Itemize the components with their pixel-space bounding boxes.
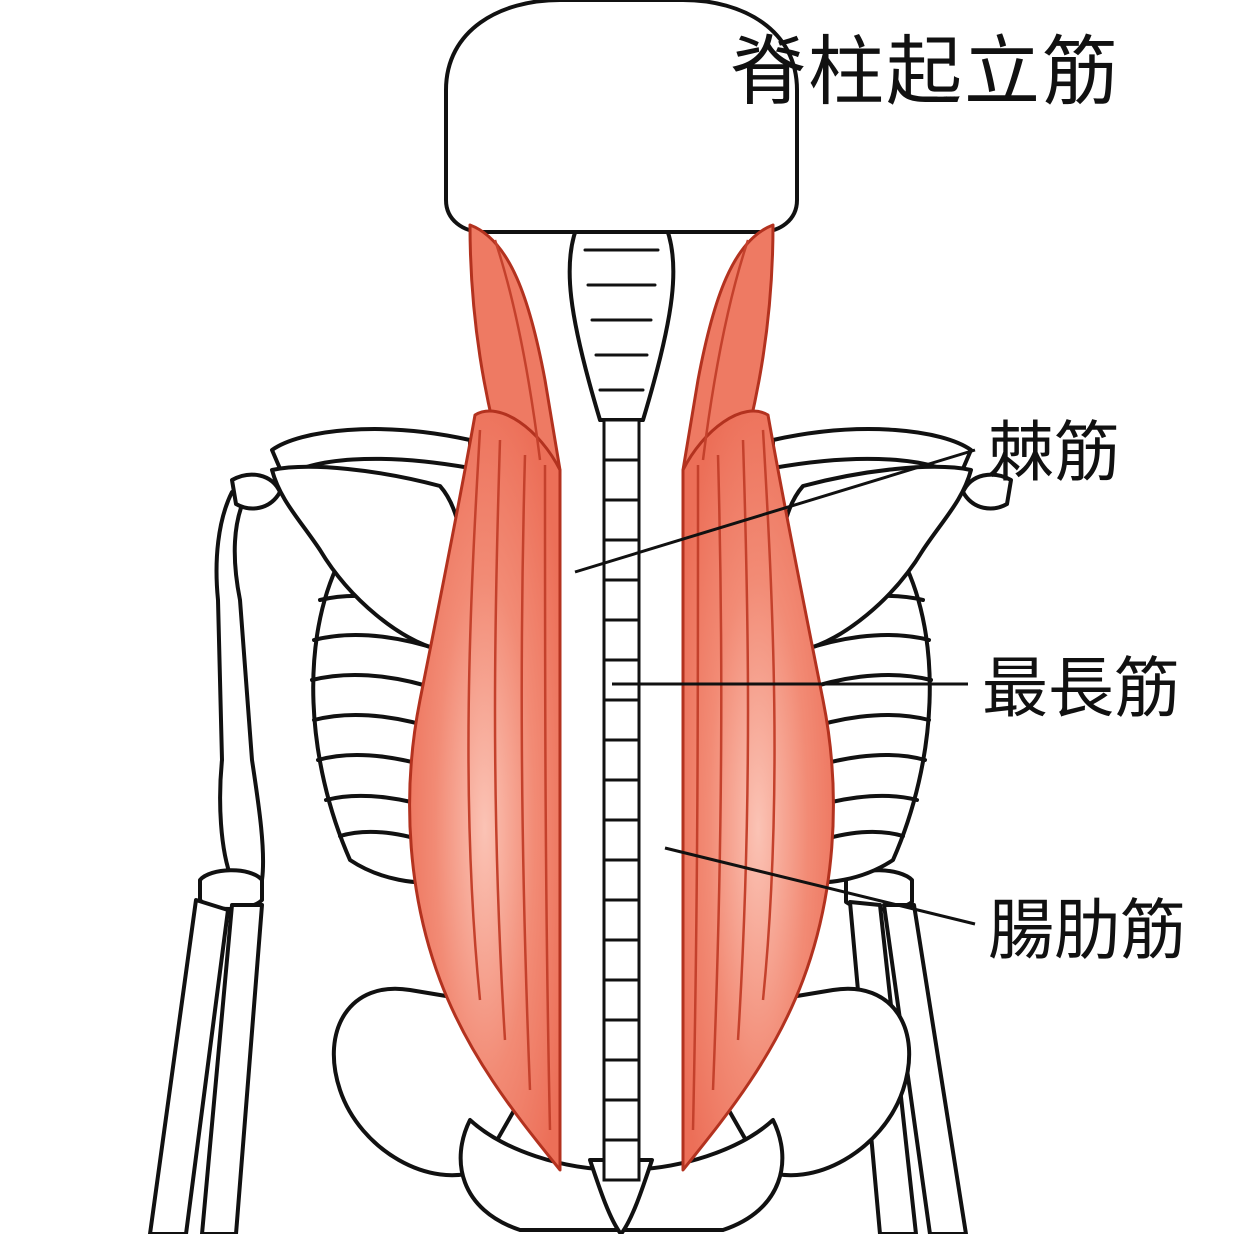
- left-arm: [148, 490, 266, 1234]
- cervical-spine: [567, 218, 676, 422]
- thoracic-lumbar-spine: [602, 418, 641, 1182]
- label-iliocostalis: 腸肋筋: [988, 892, 1186, 969]
- leader-line-spinalis: [574, 448, 976, 574]
- label-spinalis: 棘筋: [988, 414, 1120, 491]
- right-scapula: [778, 464, 1013, 652]
- leader-line-iliocostalis: [664, 846, 976, 926]
- label-longissimus: 最長筋: [982, 650, 1180, 727]
- diagram-title: 脊柱起立筋: [730, 27, 1120, 116]
- erector-spinae-muscles: [408, 223, 835, 1172]
- muscle-fiber-lines: [467, 239, 776, 1131]
